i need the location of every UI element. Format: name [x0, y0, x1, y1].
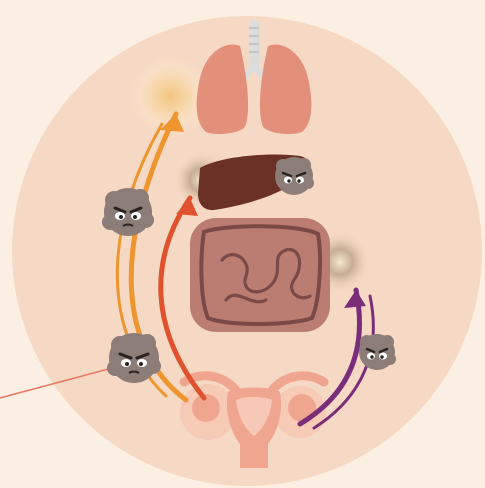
angry-cell-icon	[359, 334, 396, 370]
intestine-icon	[190, 218, 330, 332]
